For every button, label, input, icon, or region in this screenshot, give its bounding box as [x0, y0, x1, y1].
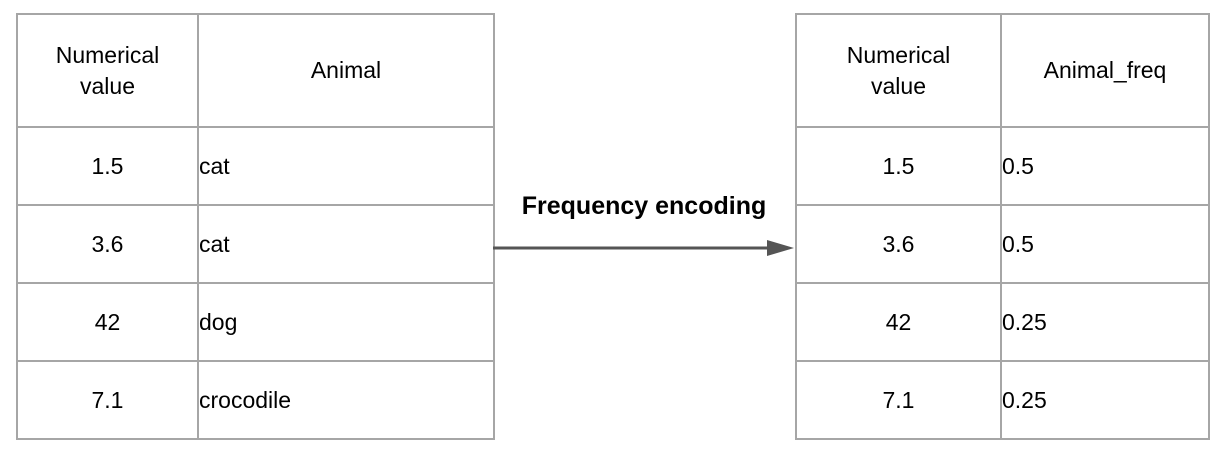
table-row: 42 dog — [16, 282, 495, 362]
source-header-animal: Animal — [197, 13, 495, 128]
transformation-arrow-group: Frequency encoding — [493, 192, 795, 262]
animal-cell: dog — [197, 282, 495, 362]
table-row: 3.6 0.5 — [795, 204, 1210, 284]
source-header-numerical-value-label: Numerical value — [55, 42, 160, 99]
numeric-cell: 3.6 — [795, 204, 1002, 284]
table-row: 7.1 crocodile — [16, 360, 495, 440]
source-header-numerical-value: Numerical value — [16, 13, 199, 128]
freq-cell: 0.5 — [1000, 126, 1210, 206]
table-row: 42 0.25 — [795, 282, 1210, 362]
arrow-label: Frequency encoding — [521, 192, 767, 220]
animal-cell: cat — [197, 204, 495, 284]
numeric-cell: 1.5 — [795, 126, 1002, 206]
table-row: 3.6 cat — [16, 204, 495, 284]
encoded-header-numerical-value: Numerical value — [795, 13, 1002, 128]
animal-cell: crocodile — [197, 360, 495, 440]
numeric-cell: 1.5 — [16, 126, 199, 206]
freq-cell: 0.5 — [1000, 204, 1210, 284]
source-table: Numerical value Animal 1.5 cat 3.6 cat 4… — [16, 13, 495, 440]
numeric-cell: 3.6 — [16, 204, 199, 284]
encoded-table: Numerical value Animal_freq 1.5 0.5 3.6 … — [795, 13, 1210, 440]
source-header-animal-label: Animal — [310, 57, 382, 84]
numeric-cell: 7.1 — [16, 360, 199, 440]
freq-cell: 0.25 — [1000, 282, 1210, 362]
source-header-row: Numerical value Animal — [16, 13, 495, 128]
numeric-cell: 42 — [795, 282, 1002, 362]
table-row: 1.5 0.5 — [795, 126, 1210, 206]
table-row: 7.1 0.25 — [795, 360, 1210, 440]
encoded-header-animal-freq: Animal_freq — [1000, 13, 1210, 128]
encoded-header-animal-freq-label: Animal_freq — [1043, 57, 1167, 84]
table-row: 1.5 cat — [16, 126, 495, 206]
encoded-header-numerical-value-label: Numerical value — [846, 42, 951, 99]
right-arrow-icon — [493, 240, 794, 256]
animal-cell: cat — [197, 126, 495, 206]
numeric-cell: 7.1 — [795, 360, 1002, 440]
numeric-cell: 42 — [16, 282, 199, 362]
freq-cell: 0.25 — [1000, 360, 1210, 440]
encoded-header-row: Numerical value Animal_freq — [795, 13, 1210, 128]
